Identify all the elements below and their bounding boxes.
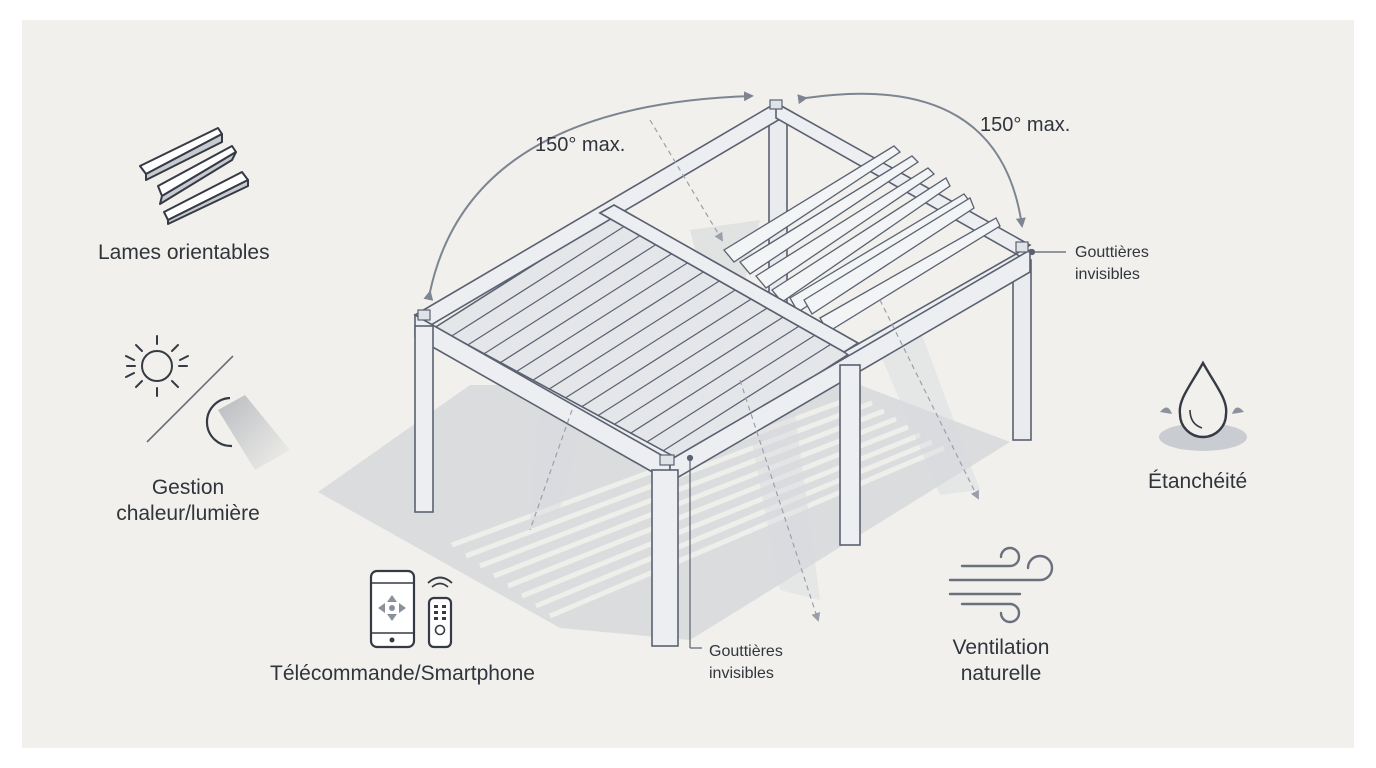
feature-gestion-line2: chaleur/lumière <box>116 502 260 525</box>
callout-leaders <box>686 248 1066 649</box>
feature-ventilation-label: Ventilation naturelle <box>940 635 1062 687</box>
feature-gestion-label: Gestion chaleur/lumière <box>108 475 268 527</box>
day-night-divider <box>146 355 234 443</box>
smartphone-icon <box>369 569 416 649</box>
callout-gutter-bottom: Gouttières invisibles <box>709 641 783 685</box>
feature-ventilation-line1: Ventilation <box>952 636 1050 659</box>
sun-icon <box>125 335 189 397</box>
slats-icon <box>139 127 249 225</box>
angle-label-left: 150° max. <box>535 134 626 156</box>
front-posts <box>414 325 861 647</box>
callout-gutter-right-line1: Gouttières <box>1075 244 1149 261</box>
light-arrows <box>529 119 979 622</box>
angle-label-right: 150° max. <box>980 114 1071 136</box>
water-drop-icon <box>1159 360 1247 451</box>
wind-icon <box>948 546 1054 624</box>
feature-gestion-line1: Gestion <box>151 476 225 499</box>
feature-telecommande-label: Télécommande/Smartphone <box>270 662 535 685</box>
feature-lames-label: Lames orientables <box>98 241 270 264</box>
right-rotation-arrow <box>797 92 1026 228</box>
left-rotation-arrow <box>423 91 754 301</box>
callout-gutter-right: Gouttières invisibles <box>1075 242 1149 286</box>
feature-etancheite-label: Étanchéité <box>1148 470 1248 493</box>
callout-gutter-bottom-line2: invisibles <box>709 665 774 682</box>
callout-gutter-right-line2: invisibles <box>1075 266 1140 283</box>
callout-gutter-bottom-line1: Gouttières <box>709 643 783 660</box>
feature-ventilation-line2: naturelle <box>960 662 1042 685</box>
remote-icon <box>427 576 453 649</box>
moon-icon <box>205 395 290 470</box>
back-posts <box>768 117 1032 441</box>
rotation-arrows <box>423 91 1026 301</box>
corner-caps <box>417 99 1029 466</box>
